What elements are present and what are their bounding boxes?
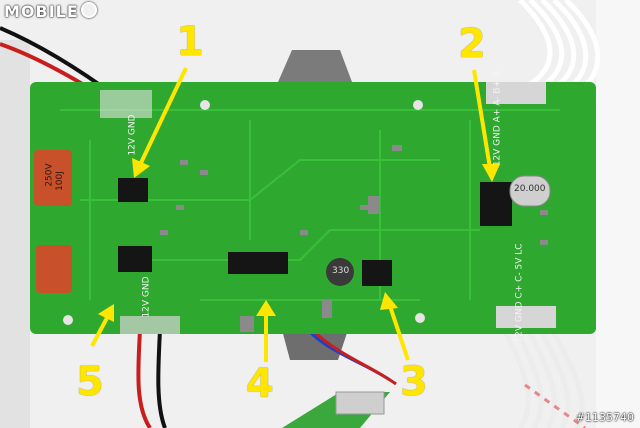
callout-1: 1	[176, 19, 204, 65]
smiley-logo-icon	[80, 2, 97, 18]
crystal-label: 20.000	[514, 184, 546, 194]
capacitor-label: 250V	[44, 163, 55, 187]
power-label-top: 12V GND	[127, 114, 138, 156]
mobile01-watermark: MOBILE	[4, 2, 97, 21]
callout-2: 2	[458, 21, 486, 67]
callout-3: 3	[400, 359, 428, 405]
power-label-bottom: 12V GND	[141, 276, 152, 318]
callout-4: 4	[246, 361, 274, 407]
capacitor-value-label: 100J	[54, 171, 65, 191]
callout-5: 5	[76, 359, 104, 405]
watermark-brand: MOBILE	[4, 2, 79, 21]
connector-label-bottom: 12V GND C+ C- 5V LC	[514, 243, 525, 343]
connector-label-top: 12V GND A+ A- B+ B-	[492, 67, 503, 167]
inductor-label: 330	[332, 266, 350, 276]
photo-id: #1135740	[575, 411, 634, 424]
